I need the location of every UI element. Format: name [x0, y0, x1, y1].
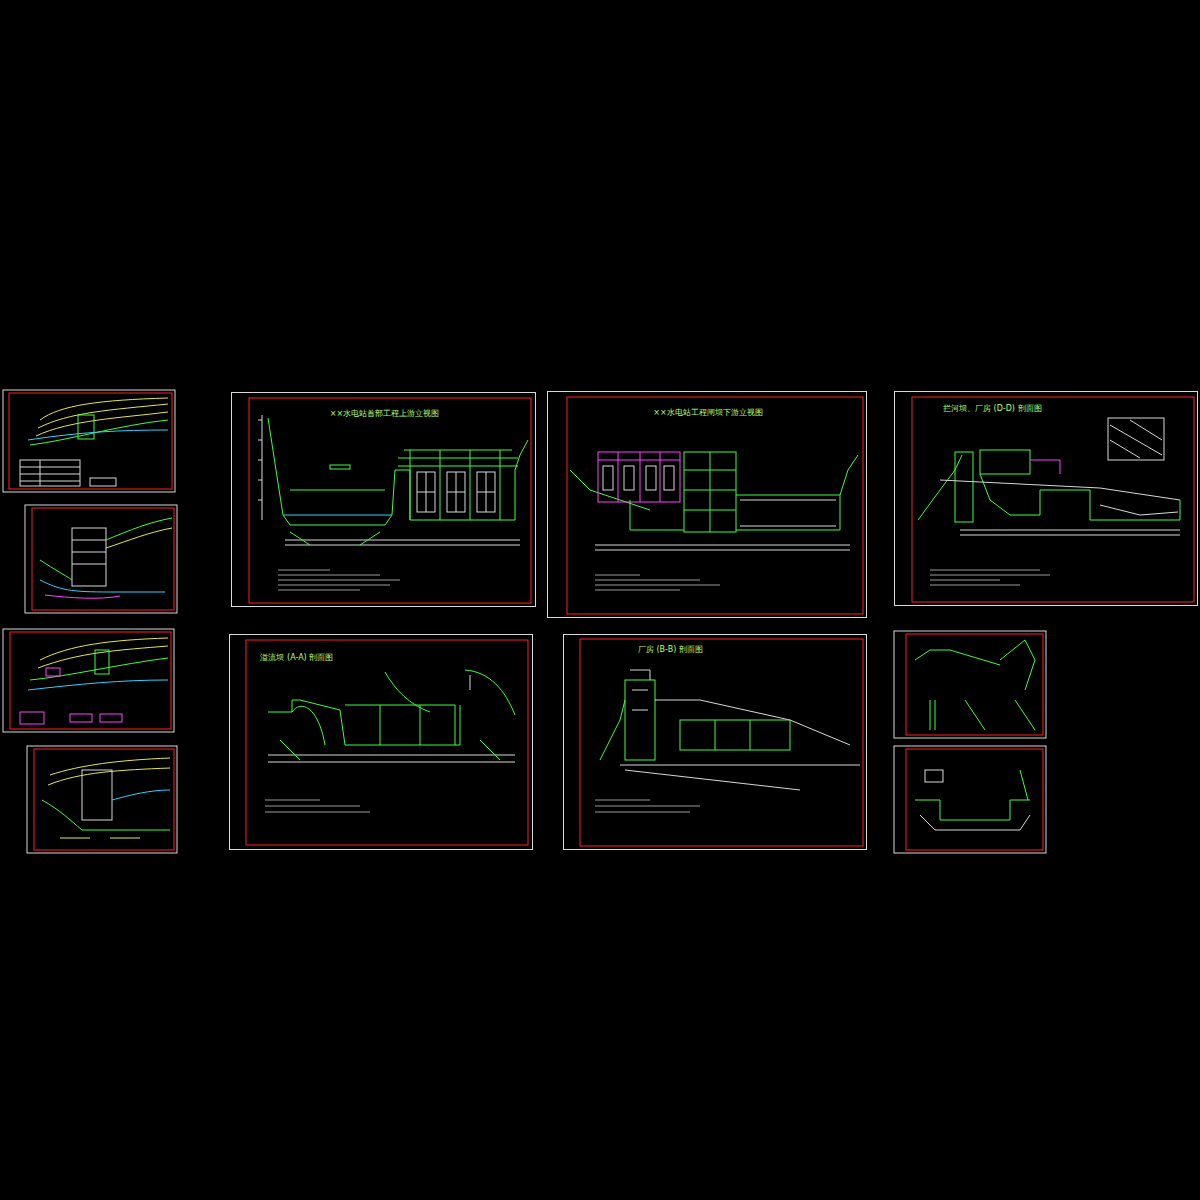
small-sheet: [27, 746, 177, 853]
sheet-title: 溢流坝 (A-A) 剖面图: [258, 653, 335, 663]
spillway-section: [246, 640, 528, 845]
drawing-sheet: ××水电站首部工程上游立视图: [231, 392, 536, 607]
small-sheet: [894, 631, 1046, 738]
small-sheet: [894, 746, 1046, 853]
drawing-sheet: 拦河坝、厂房 (D-D) 剖面图: [894, 391, 1198, 606]
small-sheet: [25, 505, 177, 613]
sheet-title: 厂房 (B-B) 剖面图: [636, 645, 705, 655]
upstream-elevation: [249, 398, 531, 603]
drawing-sheet: ××水电站工程闸坝下游立视图: [547, 391, 867, 618]
small-sheet: [3, 629, 174, 732]
sheet-title: ××水电站首部工程上游立视图: [328, 409, 441, 419]
downstream-elevation: [567, 397, 863, 614]
drawing-sheet: 溢流坝 (A-A) 剖面图: [229, 634, 533, 850]
powerhouse-section: [580, 639, 863, 846]
sheet-title: ××水电站工程闸坝下游立视图: [651, 408, 764, 418]
small-sheet: [3, 390, 175, 492]
sheet-title: 拦河坝、厂房 (D-D) 剖面图: [941, 404, 1044, 414]
dam-powerhouse-section: [912, 397, 1194, 602]
drawing-sheet: 厂房 (B-B) 剖面图: [563, 634, 867, 850]
